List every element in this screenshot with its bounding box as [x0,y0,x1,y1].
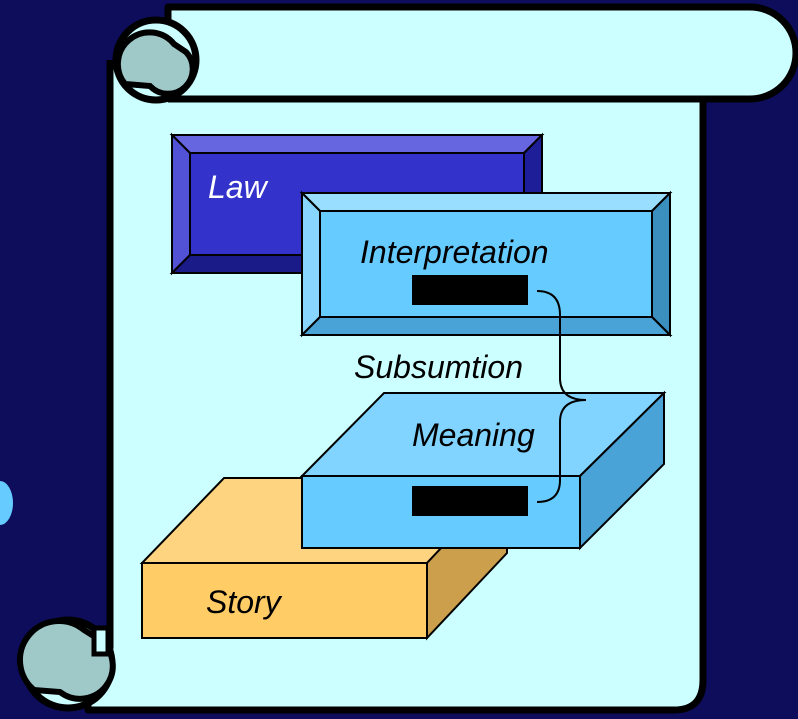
interpretation-label: Interpretation [360,234,549,270]
subsumption-label: Subsumtion [354,349,523,385]
scroll-top-roll [164,3,798,103]
law-label: Law [208,169,269,205]
meaning-redaction [412,486,528,516]
subsumption-bracket [536,290,587,503]
edge-dot [0,481,13,525]
interpretation-redaction [412,275,528,305]
scroll-bottom-curl-icon [16,616,116,712]
scroll-top-curl-icon [112,16,200,104]
story-label: Story [206,584,283,620]
meaning-label: Meaning [412,417,535,453]
meaning-slab: Meaning [299,390,667,551]
interpretation-box: Interpretation [299,190,673,338]
